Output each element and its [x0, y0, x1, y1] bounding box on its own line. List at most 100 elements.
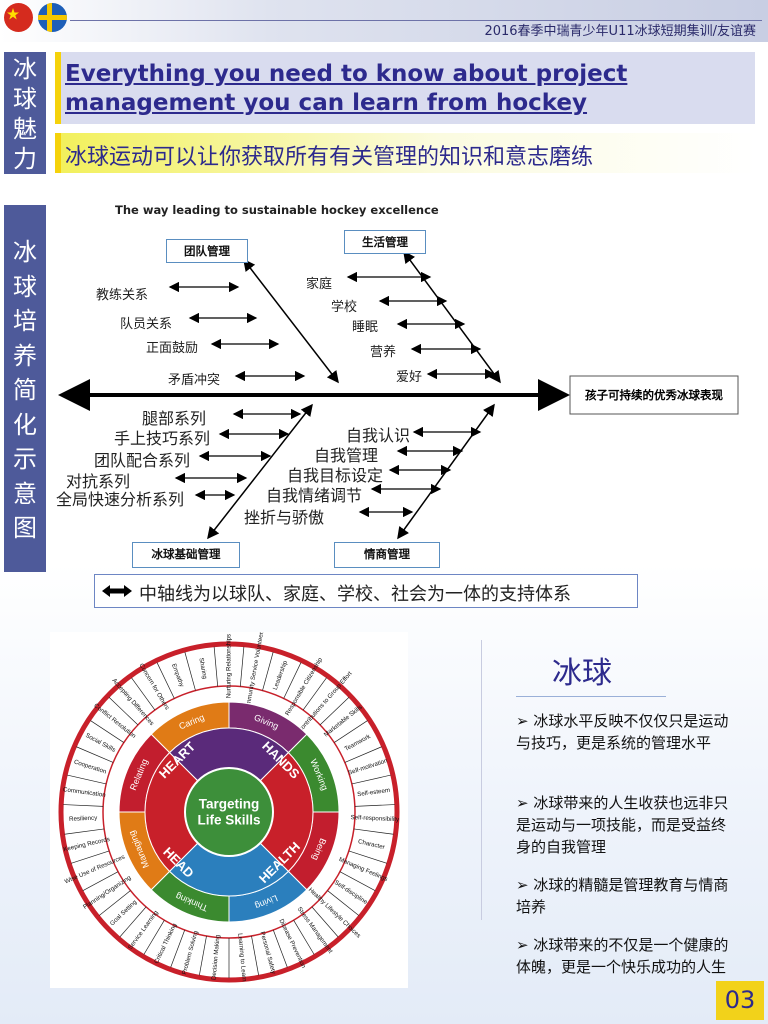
- skill-divider: [272, 929, 288, 968]
- skill-divider: [344, 746, 382, 763]
- skill-divider: [213, 646, 219, 687]
- skill-label: Cooperation: [73, 758, 108, 775]
- skill-divider: [199, 935, 207, 976]
- skill-divider: [108, 697, 139, 726]
- bullet-item: ➢ 冰球的精髓是管理教育与情商培养: [516, 876, 729, 916]
- skill-label: Teamwork: [344, 733, 373, 753]
- sweden-flag-icon: [38, 3, 67, 32]
- bullet-item: ➢ 冰球带来的不仅是一个健康的体魄，更是一个快乐成功的人生: [516, 936, 729, 976]
- skill-label: Empathy: [170, 663, 185, 689]
- basic-item: 腿部系列: [142, 409, 207, 428]
- skill-label: Conflict Resolution: [92, 702, 137, 740]
- category-eq: 情商管理: [334, 542, 440, 568]
- skill-label: Critical Thinking: [153, 922, 179, 965]
- team-item: 正面鼓励: [146, 341, 199, 356]
- skill-divider: [170, 929, 186, 968]
- skill-divider: [76, 746, 114, 763]
- skill-label: Resiliency: [69, 815, 98, 823]
- eq-item: 自我认识: [346, 426, 411, 445]
- skill-label: Character: [357, 838, 385, 851]
- legend-box: 中轴线为以球队、家庭、学校、社会为一体的支持体系: [94, 574, 638, 608]
- bullets-rule: [516, 696, 666, 697]
- eq-item: 自我目标设定: [287, 466, 384, 485]
- basic-item: 团队配合系列: [94, 451, 191, 470]
- skill-label: Problem Solving: [181, 930, 200, 976]
- wheel-center-label: Life Skills: [197, 813, 260, 828]
- skill-label: Goal Setting: [109, 898, 139, 927]
- skill-label: Managing Feelings: [338, 856, 389, 883]
- skill-label: Self-discipline: [333, 879, 369, 906]
- header-bar: [0, 0, 768, 42]
- skill-divider: [262, 651, 274, 691]
- eq-item: 自我情绪调节: [266, 486, 363, 505]
- eq-item: 自我管理: [314, 446, 379, 465]
- event-title: 2016春季中瑞青少年U11冰球短期集训/友谊赛: [484, 24, 756, 39]
- category-team: 团队管理: [166, 239, 248, 263]
- arrow-bullet-icon: ➢: [516, 936, 534, 954]
- wheel-center: [184, 767, 274, 857]
- skill-divider: [293, 919, 315, 955]
- skill-divider: [184, 651, 196, 691]
- arrow-bullet-icon: ➢: [516, 794, 534, 812]
- bullets-title: 冰球: [552, 656, 612, 691]
- basic-item: 全局快速分析系列: [56, 490, 185, 509]
- skill-divider: [302, 677, 327, 711]
- category-basic: 冰球基础管理: [132, 542, 240, 568]
- skill-divider: [131, 677, 156, 711]
- skill-label: Marketable Skills: [323, 704, 364, 739]
- skill-divider: [319, 697, 350, 726]
- arrow-bullet-icon: ➢: [516, 712, 534, 730]
- skill-divider: [98, 890, 131, 916]
- skill-divider: [251, 935, 259, 976]
- skill-divider: [283, 662, 302, 699]
- life-item: 爱好: [396, 370, 423, 385]
- life-item: 家庭: [306, 277, 333, 292]
- skill-label: Leadership: [272, 659, 290, 691]
- skill-divider: [354, 804, 395, 807]
- skill-divider: [63, 804, 104, 807]
- arrow-bullet-icon: ➢: [516, 876, 534, 894]
- fishbone-head: 孩子可持续的优秀冰球表现: [585, 388, 723, 402]
- double-arrow-icon: [102, 585, 132, 597]
- fishbone-title: The way leading to sustainable hockey ex…: [115, 203, 439, 217]
- bullet-item: ➢ 冰球带来的人生收获也远非只是运动与一项技能，而是受益终身的自我管理: [516, 794, 729, 856]
- skill-divider: [333, 720, 368, 743]
- skill-label: Keeping Records: [63, 836, 111, 853]
- skill-divider: [90, 720, 125, 743]
- china-flag-icon: [4, 3, 33, 32]
- skill-divider: [119, 906, 147, 938]
- skill-label: Learning to Learn: [236, 933, 247, 982]
- skill-divider: [156, 662, 175, 699]
- life-item: 营养: [370, 345, 397, 360]
- skill-divider: [71, 850, 110, 864]
- skill-label: Concern for Others: [137, 662, 170, 711]
- basic-item: 手上技巧系列: [114, 429, 211, 448]
- skill-divider: [327, 890, 360, 916]
- skill-divider: [82, 871, 119, 891]
- skill-label: Sharing: [197, 657, 208, 680]
- skill-label: Communication: [63, 786, 107, 799]
- skill-divider: [348, 850, 387, 864]
- skill-divider: [143, 919, 165, 955]
- headline: Everything you need to know about projec…: [65, 61, 628, 116]
- team-item: 矛盾冲突: [168, 373, 221, 388]
- skill-label: Personal Safety: [259, 931, 278, 976]
- eq-item: 挫折与骄傲: [244, 508, 325, 527]
- wheel-center-label: Targeting: [199, 797, 260, 812]
- subtitle-box: 冰球运动可以让你获取所有有关管理的知识和意志磨练: [55, 133, 755, 173]
- skill-label: Self-esteem: [357, 787, 391, 798]
- page-number: 03: [716, 981, 764, 1020]
- skill-label: Stress Management: [296, 906, 334, 955]
- basic-item: 对抗系列: [66, 472, 131, 491]
- side-label-diagram: 冰球培养简化示意图: [4, 205, 46, 572]
- life-item: 睡眠: [352, 320, 379, 335]
- skill-label: Social Skills: [84, 732, 116, 754]
- skill-label: Decision Making: [211, 934, 222, 980]
- skill-label: Nurturing Relationships: [226, 634, 233, 698]
- subtitle: 冰球运动可以让你获取所有有关管理的知识和意志磨练: [65, 145, 594, 170]
- team-item: 队员关系: [120, 317, 173, 332]
- legend-text: 中轴线为以球队、家庭、学校、社会为一体的支持体系: [139, 584, 571, 605]
- skill-divider: [339, 871, 376, 891]
